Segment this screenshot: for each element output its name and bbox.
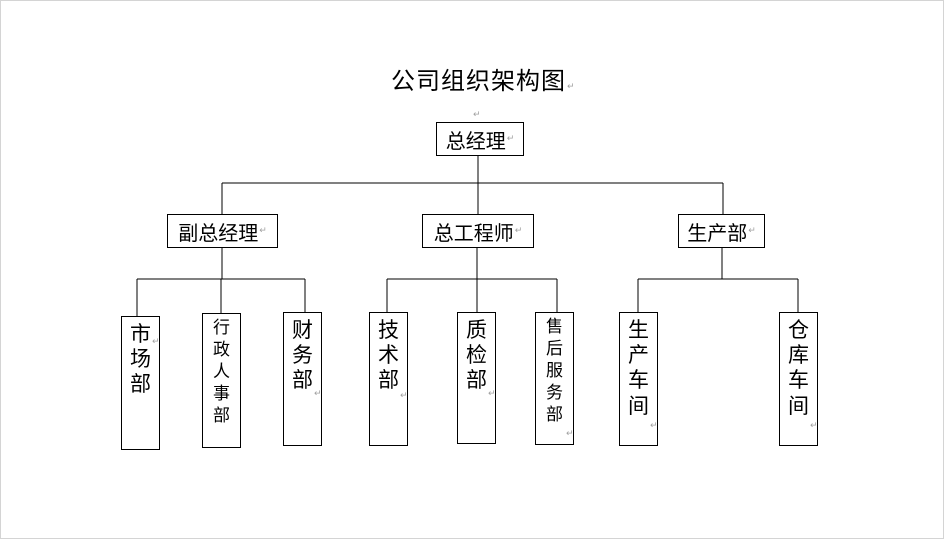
paragraph-mark: ↵ xyxy=(748,226,756,236)
dept-box: 行政人事部 xyxy=(202,313,241,448)
dept-box: 售后服务部 ↵ xyxy=(535,312,574,445)
dept-label: 质检部 xyxy=(466,318,487,393)
dept-label: 市场部 xyxy=(130,322,151,397)
dept-label: 财务部 xyxy=(292,318,313,393)
node-chief-engineer: 总工程师↵ xyxy=(422,214,534,248)
paragraph-mark: ↵ xyxy=(259,226,267,236)
dept-label: 行政人事部 xyxy=(213,318,230,427)
paragraph-mark: ↵ xyxy=(314,389,322,399)
dept-box: 技术部 ↵ xyxy=(369,312,408,446)
paragraph-mark: ↵ xyxy=(506,134,515,144)
paragraph-mark: ↵ xyxy=(400,391,408,401)
paragraph-mark: ↵ xyxy=(810,421,818,431)
node-production-dept: 生产部↵ xyxy=(678,214,765,248)
dept-box: 生产车间 ↵ xyxy=(619,312,658,446)
paragraph-mark: ↵ xyxy=(473,110,481,120)
dept-box: 质检部 ↵ xyxy=(457,312,496,444)
dept-box: 仓库车间 ↵ xyxy=(779,312,818,446)
dept-label: 仓库车间 xyxy=(788,318,809,418)
paragraph-mark: ↵ xyxy=(566,429,574,439)
node-deputy-general-manager: 副总经理↵ xyxy=(167,214,278,248)
node-general-manager: 总经理↵ xyxy=(436,122,524,156)
dept-label: 技术部 xyxy=(378,318,399,393)
dept-box: 市场部 ↵ xyxy=(121,316,160,450)
dept-box: 财务部 ↵ xyxy=(283,312,322,446)
dept-label: 售后服务部 xyxy=(546,317,563,426)
paragraph-mark: ↵ xyxy=(488,389,496,399)
paragraph-mark: ↵ xyxy=(514,226,523,236)
dept-label: 生产车间 xyxy=(628,318,649,418)
paragraph-mark: ↵ xyxy=(567,82,576,92)
paragraph-mark: ↵ xyxy=(152,337,160,347)
chart-title: 公司组织架构图↵ xyxy=(391,67,576,95)
paragraph-mark: ↵ xyxy=(650,421,658,431)
